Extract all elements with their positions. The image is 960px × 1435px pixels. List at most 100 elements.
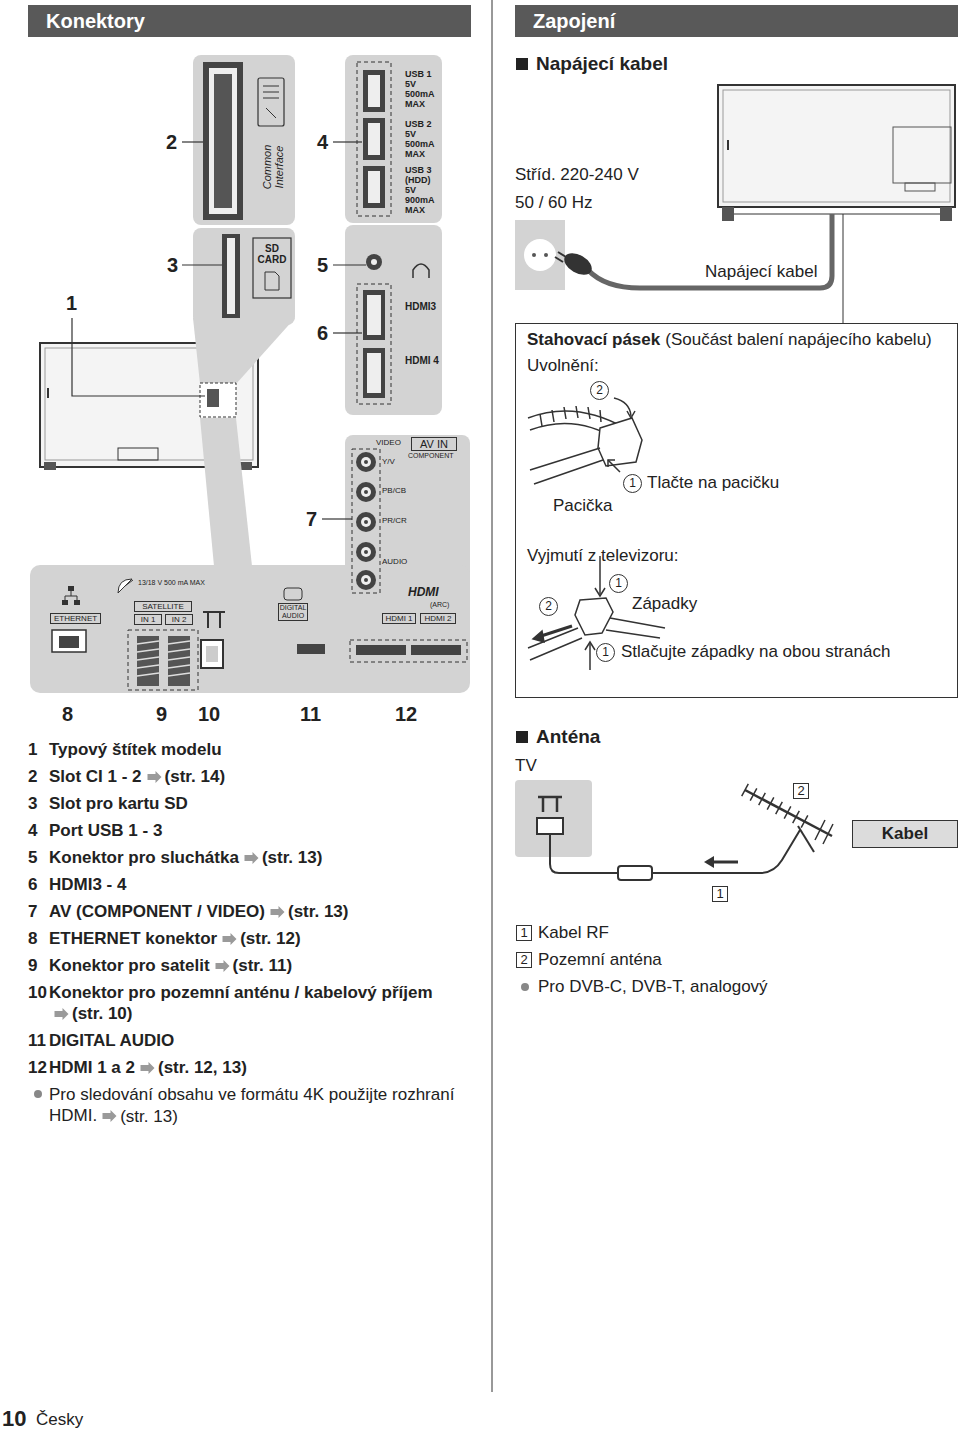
- page-reference: (str. 13): [244, 847, 322, 868]
- bottom-connectors: [74, 600, 80, 605]
- cable-tie: [598, 418, 642, 466]
- section-header: Konektory: [28, 5, 471, 37]
- bottom-connectors: [52, 579, 467, 690]
- page-number: 10: [2, 1406, 26, 1432]
- step-number: 1: [596, 643, 615, 662]
- tv-rear: [44, 462, 56, 470]
- antenna: [742, 784, 833, 844]
- node-text: AUDIO: [382, 557, 407, 566]
- node-text: Y/V: [382, 457, 395, 466]
- antenna: [652, 830, 800, 873]
- antenna: [798, 826, 814, 852]
- power-plug: [524, 239, 556, 271]
- av-jack: [352, 449, 380, 593]
- leader-line: [333, 332, 362, 333]
- bottom-connectors: [137, 641, 190, 676]
- panel-ground: [515, 220, 565, 290]
- list-text: Konektor pro sluchátka: [49, 847, 239, 868]
- node-text: PB/CB: [382, 486, 406, 495]
- list-item-body: HDMI3 - 4: [49, 874, 474, 895]
- heading-square: [516, 731, 528, 743]
- bottom-connectors: [206, 646, 218, 662]
- node-text: PR/CR: [382, 516, 407, 525]
- node-text: HDMI: [408, 585, 439, 599]
- callout-number: 9: [156, 703, 167, 725]
- panel-ground: [515, 780, 592, 857]
- reference-arrow: [102, 1110, 117, 1122]
- bullet-mark: [34, 1090, 42, 1098]
- label-box: Kabel: [852, 820, 958, 848]
- node-text: HDMI3: [405, 301, 436, 313]
- list-text: Slot CI 1 - 2: [49, 766, 142, 787]
- leader-line: [333, 264, 366, 265]
- usb-port: [357, 62, 391, 216]
- callout-number: 5: [317, 254, 328, 276]
- power-plug: [555, 252, 566, 262]
- node-text: USB 1 5V 500mA MAX: [405, 69, 440, 109]
- leader-line: [333, 141, 362, 142]
- divider-line: [492, 0, 493, 1392]
- section-heading: Napájecí kabel: [536, 52, 668, 76]
- tv-rear: [905, 183, 935, 191]
- note-text: Pro DVB-C, DVB-T, analogový: [538, 977, 768, 997]
- bottom-connectors: [118, 579, 133, 593]
- power-plug: [544, 253, 548, 257]
- list-item: 1Typový štítek modelu: [28, 739, 474, 760]
- sd-slot: [222, 234, 291, 318]
- page-ref-text: (str. 13): [262, 847, 322, 868]
- list-item: 9Konektor pro satelit(str. 11): [28, 955, 474, 976]
- list-item: 10Konektor pro pozemní anténu / kabelový…: [28, 982, 474, 1024]
- list-number: 9: [28, 955, 49, 976]
- list-item-body: Konektor pro pozemní anténu / kabelový p…: [49, 982, 474, 1024]
- legend-text: Pozemní anténa: [538, 950, 662, 970]
- reference-arrow: [55, 1008, 69, 1020]
- list-item: 11DIGITAL AUDIO: [28, 1030, 474, 1051]
- node-text: Kabel: [853, 821, 957, 846]
- hdmi-port: [363, 290, 385, 340]
- list-item-body: HDMI 1 a 2(str. 12, 13): [49, 1057, 474, 1078]
- av-jack: [356, 570, 376, 590]
- connector-panel: SD CARD: [193, 228, 295, 325]
- connector-panel: 13/18 V 500 mA MAXHDMISATELLITE(ARC)DIGI…: [30, 565, 470, 693]
- leader-line: [182, 264, 224, 265]
- cable-tie: [540, 406, 601, 426]
- node-text: COMPONENT: [408, 452, 454, 460]
- list-number: 8: [28, 928, 49, 949]
- tv-rear: [47, 388, 49, 398]
- hdmi-port: [371, 259, 377, 265]
- tv-rear: [727, 140, 729, 150]
- page-ref-text: (str. 13): [120, 1106, 178, 1127]
- list-item: 12HDMI 1 a 2(str. 12, 13): [28, 1057, 474, 1078]
- list-number: 6: [28, 874, 49, 895]
- hdmi-port: [363, 348, 385, 398]
- node-text: IN 2: [165, 614, 193, 625]
- model-label-area: [207, 389, 219, 407]
- list-item: 5Konektor pro sluchátka(str. 13): [28, 847, 474, 868]
- node-text: VIDEO: [376, 438, 401, 447]
- list-number: 1: [28, 739, 49, 760]
- cable-tie: [585, 642, 595, 650]
- panel-ground: [345, 225, 442, 415]
- page-reference: (str. 13): [102, 1106, 178, 1127]
- tv-rear: [240, 462, 252, 470]
- hdmi-port: [367, 353, 381, 393]
- page-reference: (str. 12, 13): [140, 1057, 247, 1078]
- sd-slot: [227, 238, 235, 314]
- node-text: Uvolnění:: [527, 356, 599, 376]
- callout-number: 1: [66, 292, 77, 314]
- callout-number: 2: [166, 131, 177, 153]
- page-ref-text: (str. 14): [165, 766, 225, 787]
- section-heading: Anténa: [536, 725, 600, 749]
- callout-number: 11: [300, 703, 321, 725]
- bullet-mark: [34, 983, 529, 1098]
- av-jack: [361, 457, 371, 467]
- step-number: 2: [539, 597, 558, 616]
- ci-slot: [209, 68, 237, 214]
- panel-ground: [30, 565, 470, 693]
- power-plug: [524, 214, 832, 288]
- antenna: [745, 790, 832, 836]
- node-text: Konektory: [46, 9, 145, 33]
- hdmi-port: [366, 254, 382, 270]
